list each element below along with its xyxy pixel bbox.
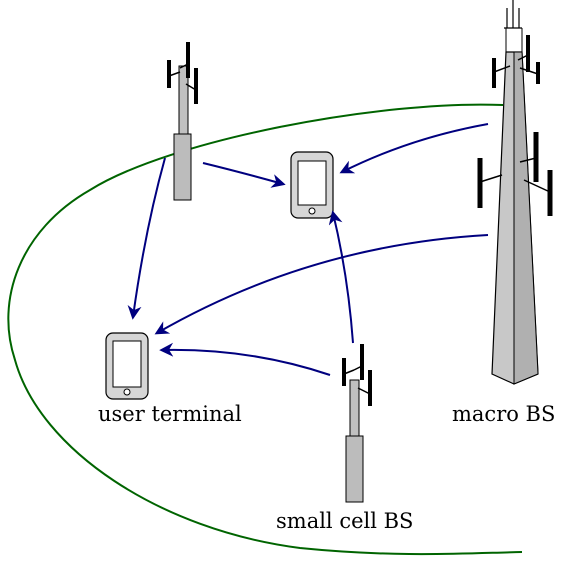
phone-icon: [290, 151, 334, 219]
small-cell-tower-icon: [342, 344, 372, 503]
macro-bs-label: macro BS: [452, 402, 555, 426]
small-cell-tower-icon: [167, 42, 198, 201]
macro-coverage-boundary: [7, 103, 523, 556]
link-arrow: [127, 157, 166, 320]
user-terminal-label: user terminal: [98, 402, 242, 426]
link-arrow: [202, 162, 286, 188]
macro-tower-icon: [477, 0, 553, 385]
tablet-icon: [105, 332, 149, 400]
link-arrow: [328, 210, 354, 344]
link-arrow: [154, 234, 489, 335]
link-arrow: [339, 123, 489, 174]
link-arrow: [159, 342, 331, 376]
small-cell-bs-label: small cell BS: [276, 509, 413, 533]
